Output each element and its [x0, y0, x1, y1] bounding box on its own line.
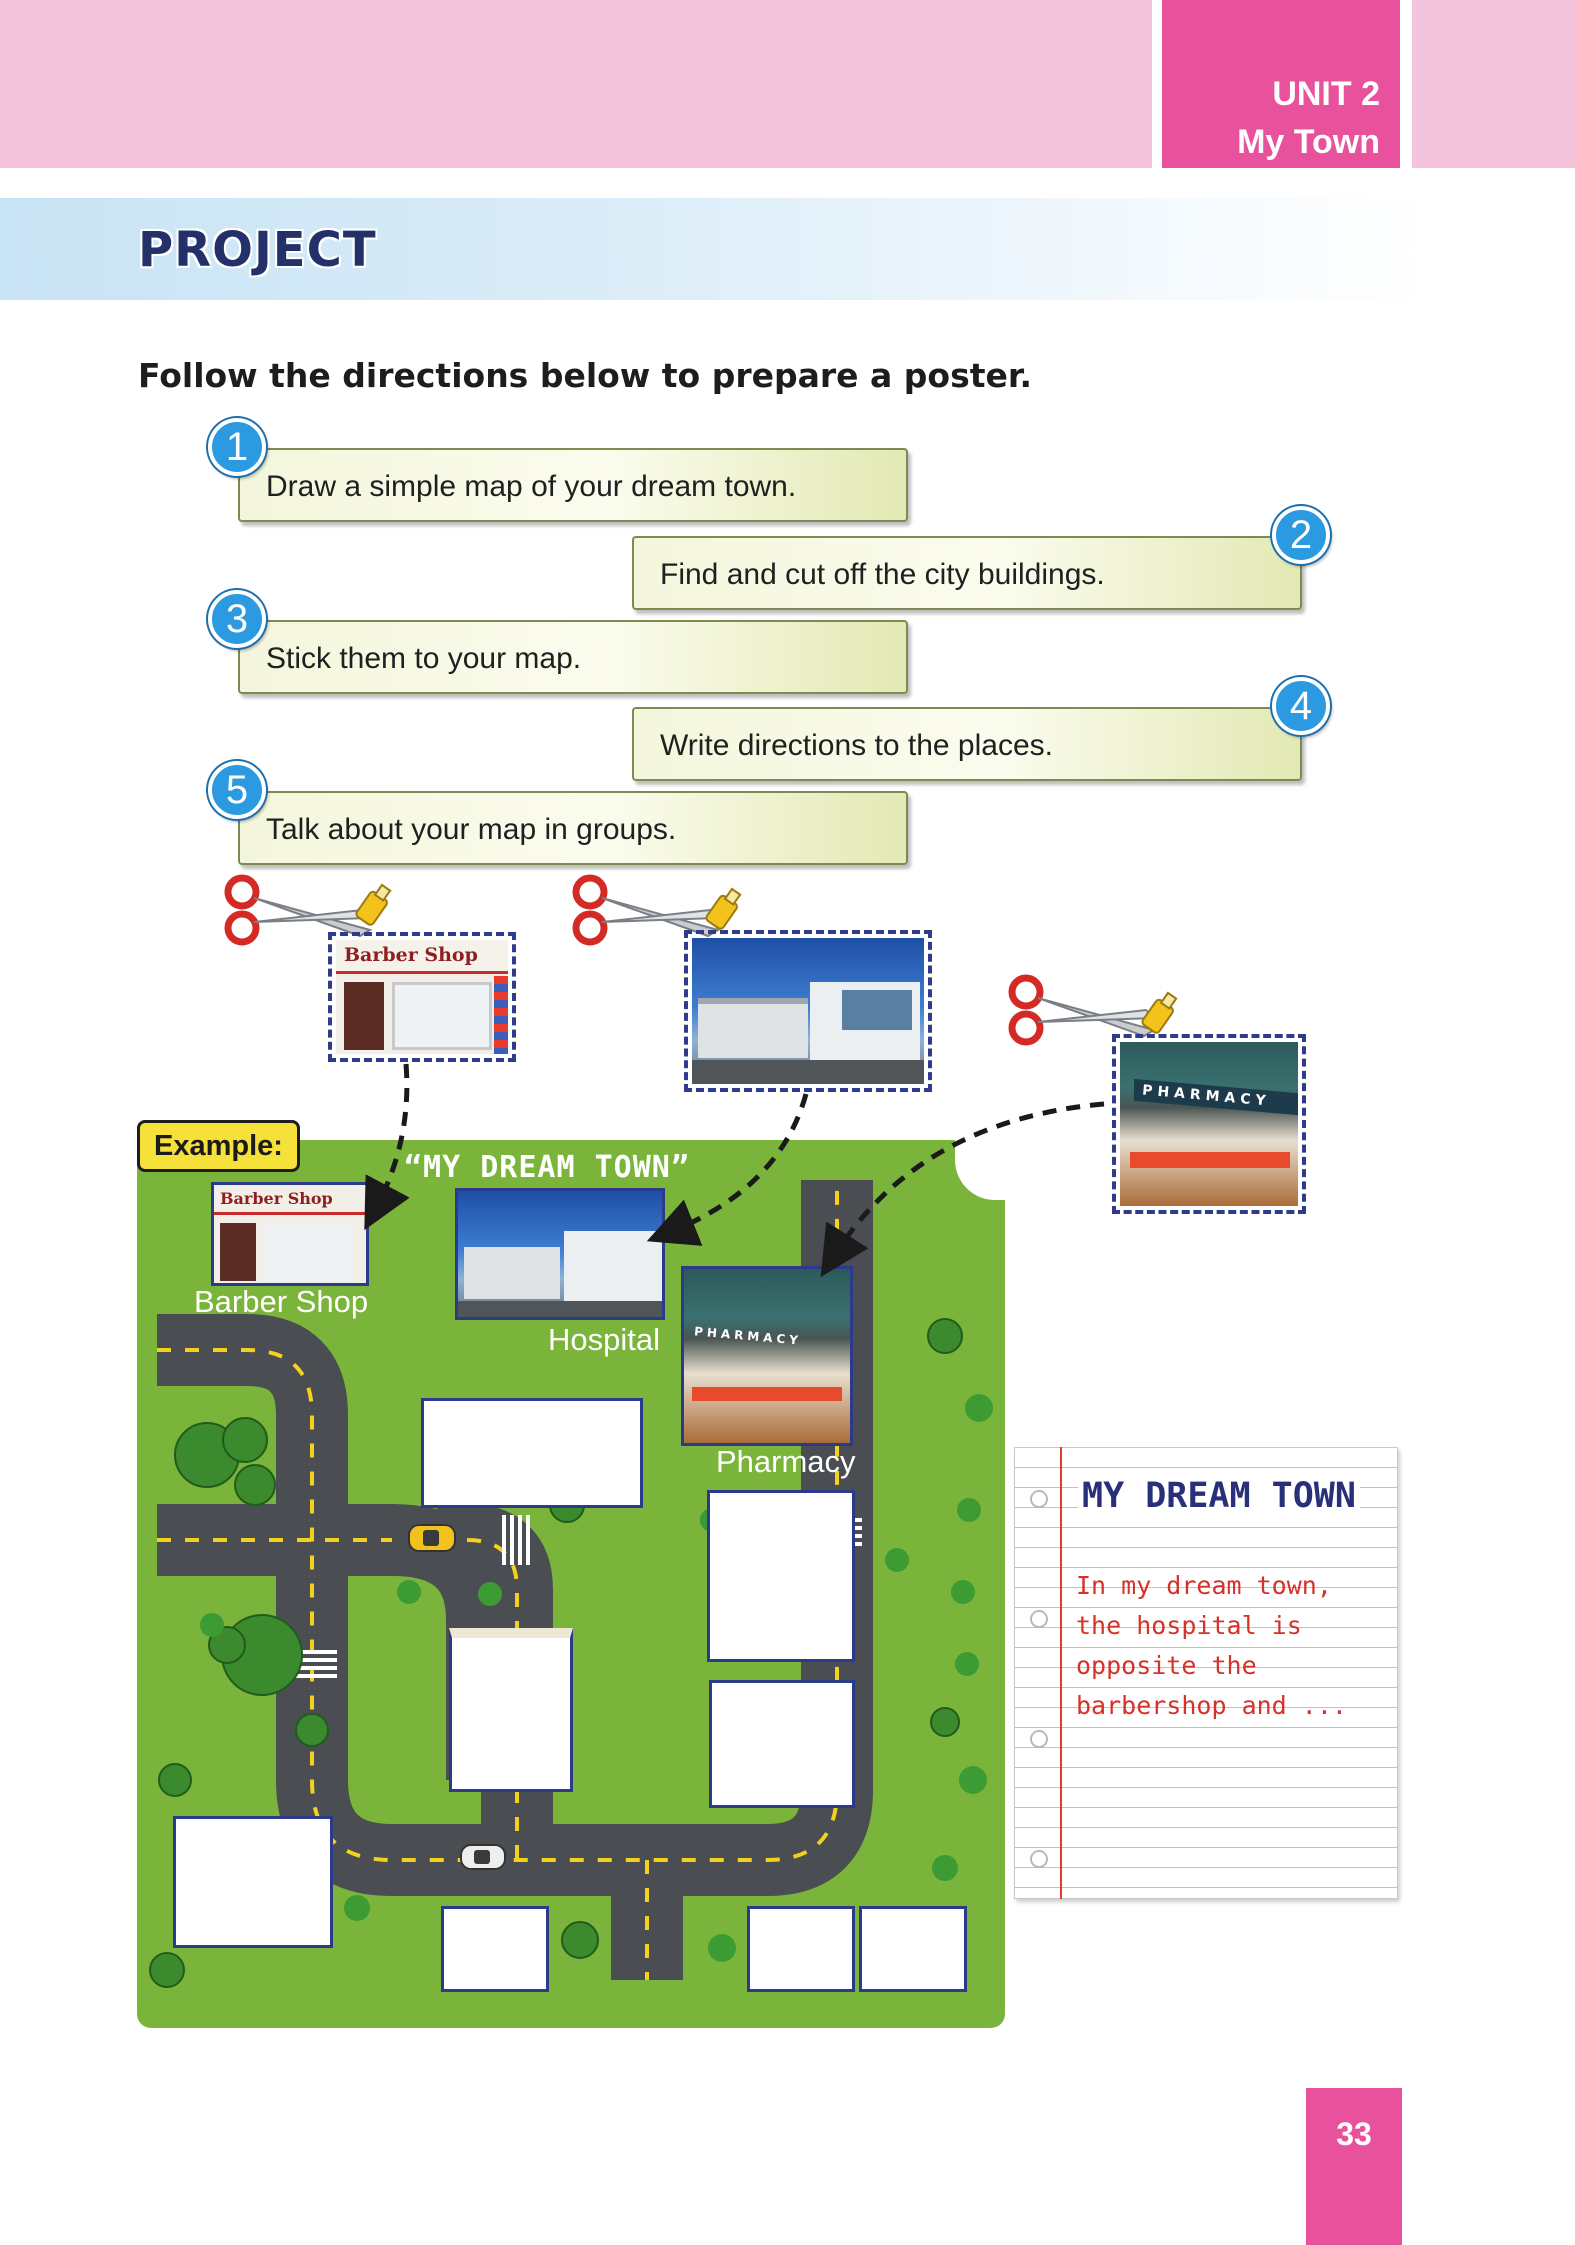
step-5-box: Talk about your map in groups. — [238, 791, 908, 865]
empty-lot — [441, 1906, 549, 1992]
page-number: 33 — [1306, 2088, 1402, 2245]
instruction-text: Follow the directions below to prepare a… — [138, 356, 1032, 395]
scissors-icon — [224, 874, 373, 946]
pharmacy-cutout-frame — [1112, 1034, 1306, 1214]
map-hospital-photo — [455, 1188, 665, 1320]
glue-bottle-icon — [705, 887, 742, 930]
glue-bottle-icon — [355, 883, 392, 926]
dream-town-map: Barber Shop PHARMACY — [137, 1140, 1005, 2028]
map-barber-sign: Barber Shop — [220, 1189, 333, 1208]
header-band-right — [1412, 0, 1575, 168]
map-pharmacy-sign: PHARMACY — [693, 1324, 803, 1348]
barber-shop-photo: Barber Shop — [336, 940, 508, 1054]
section-band — [0, 198, 1430, 300]
map-title: “MY DREAM TOWN” — [404, 1150, 690, 1185]
map-label-barber: Barber Shop — [194, 1284, 369, 1319]
pharmacy-photo: PHARMACY — [1120, 1042, 1298, 1206]
step-3-text: Stick them to your map. — [266, 642, 582, 675]
map-label-hospital: Hospital — [548, 1322, 660, 1357]
hospital-cutout-frame — [684, 930, 932, 1092]
barber-sign: Barber Shop — [344, 944, 478, 966]
notebook-title: MY DREAM TOWN — [1078, 1476, 1360, 1516]
scissors-icon — [572, 874, 721, 946]
header-band — [0, 0, 1152, 168]
step-2-text: Find and cut off the city buildings. — [660, 558, 1105, 591]
unit-number: UNIT 2 — [1272, 75, 1380, 113]
step-2-box: Find and cut off the city buildings. — [632, 536, 1302, 610]
car-icon — [408, 1524, 456, 1552]
step-1-box: Draw a simple map of your dream town. — [238, 448, 908, 522]
empty-lot — [707, 1490, 855, 1662]
empty-lot — [421, 1398, 643, 1508]
empty-lot — [709, 1680, 855, 1808]
step-1-number: 1 — [208, 418, 266, 476]
scissors-icon — [1008, 974, 1157, 1046]
map-barber-photo: Barber Shop — [211, 1182, 369, 1286]
barber-cutout-frame — [328, 932, 516, 1062]
empty-lot — [859, 1906, 967, 1992]
step-5-number: 5 — [208, 761, 266, 819]
step-4-text: Write directions to the places. — [660, 729, 1053, 762]
step-2-number: 2 — [1272, 506, 1330, 564]
notebook-hole — [1030, 1850, 1048, 1868]
map-pharmacy-photo: PHARMACY — [681, 1266, 853, 1446]
hospital-photo — [692, 938, 924, 1084]
step-3-box: Stick them to your map. — [238, 620, 908, 694]
section-title: PROJECT — [138, 222, 377, 278]
empty-lot — [173, 1816, 333, 1948]
glue-bottle-icon — [1141, 991, 1178, 1034]
step-4-number: 4 — [1272, 677, 1330, 735]
notebook-hole — [1030, 1730, 1048, 1748]
map-label-pharmacy: Pharmacy — [716, 1444, 856, 1479]
car-icon — [460, 1844, 506, 1870]
notebook-body: In my dream town, the hospital is opposi… — [1076, 1571, 1347, 1720]
notebook-card — [1014, 1447, 1398, 1899]
notebook-hole — [1030, 1490, 1048, 1508]
unit-badge: UNIT 2 My Town — [1162, 0, 1400, 168]
empty-lot — [449, 1628, 573, 1792]
step-1-text: Draw a simple map of your dream town. — [266, 470, 797, 503]
notebook-hole — [1030, 1610, 1048, 1628]
notebook-margin-line — [1060, 1447, 1062, 1899]
unit-title: My Town — [1237, 123, 1380, 161]
example-tag: Example: — [137, 1120, 300, 1172]
step-5-text: Talk about your map in groups. — [266, 813, 677, 846]
step-4-box: Write directions to the places. — [632, 707, 1302, 781]
empty-lot — [747, 1906, 855, 1992]
step-3-number: 3 — [208, 590, 266, 648]
